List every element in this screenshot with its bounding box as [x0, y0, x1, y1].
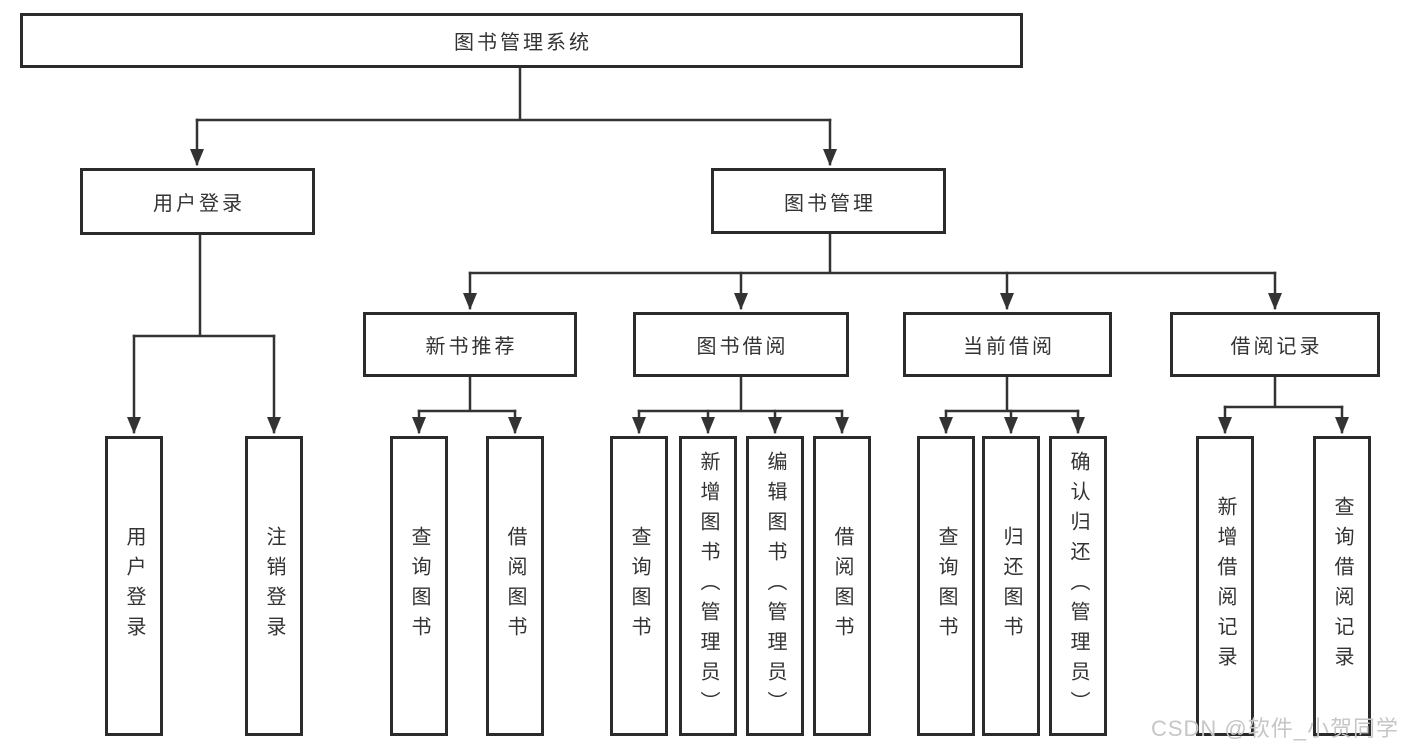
node-label: 用户登录	[123, 526, 145, 646]
node-label: 新增图书（管理员）	[697, 451, 719, 721]
node-label: 归还图书	[1000, 526, 1022, 646]
node-label: 用户登录	[153, 193, 245, 215]
leaf-borrow-books-recommend: 借阅图书	[486, 436, 544, 736]
node-library-management-system: 图书管理系统	[20, 13, 1023, 68]
node-label: 新书推荐	[425, 336, 518, 358]
leaf-confirm-return-admin: 确认归还（管理员）	[1049, 436, 1107, 736]
node-label: 借阅图书	[831, 526, 853, 646]
node-new-book-recommendation: 新书推荐	[363, 312, 577, 377]
node-label: 注销登录	[263, 526, 285, 646]
connector-group	[127, 66, 1349, 434]
node-label: 图书管理系统	[454, 32, 592, 54]
node-label: 新增借阅记录	[1214, 496, 1236, 676]
node-label: 当前借阅	[963, 336, 1055, 358]
leaf-query-borrow-record: 查询借阅记录	[1313, 436, 1371, 736]
node-label: 图书借阅	[696, 336, 789, 358]
node-label: 编辑图书（管理员）	[764, 451, 786, 721]
leaf-query-books-borrow: 查询图书	[610, 436, 668, 736]
leaf-logout: 注销登录	[245, 436, 303, 736]
node-label: 查询图书	[408, 526, 430, 646]
node-label: 查询图书	[628, 526, 650, 646]
leaf-edit-books-admin: 编辑图书（管理员）	[746, 436, 804, 736]
leaf-borrow-books: 借阅图书	[813, 436, 871, 736]
leaf-user-login: 用户登录	[105, 436, 163, 736]
node-label: 借阅图书	[504, 526, 526, 646]
csdn-watermark: CSDN @软件_小贺同学	[1150, 716, 1399, 741]
node-label: 图书管理	[784, 192, 876, 215]
node-label: 借阅记录	[1230, 336, 1323, 358]
node-current-borrowing: 当前借阅	[903, 312, 1112, 377]
node-borrowing-records: 借阅记录	[1170, 312, 1380, 377]
node-book-borrowing: 图书借阅	[633, 312, 849, 377]
leaf-query-books-current: 查询图书	[917, 436, 975, 736]
node-book-management: 图书管理	[711, 168, 946, 234]
node-label: 确认归还（管理员）	[1067, 451, 1089, 721]
node-label: 查询图书	[935, 526, 957, 646]
node-label: 查询借阅记录	[1331, 496, 1353, 676]
leaf-query-books-recommend: 查询图书	[390, 436, 448, 736]
leaf-return-books: 归还图书	[982, 436, 1040, 736]
leaf-add-borrow-record: 新增借阅记录	[1196, 436, 1254, 736]
node-user-login: 用户登录	[80, 168, 315, 235]
leaf-add-books-admin: 新增图书（管理员）	[679, 436, 737, 736]
